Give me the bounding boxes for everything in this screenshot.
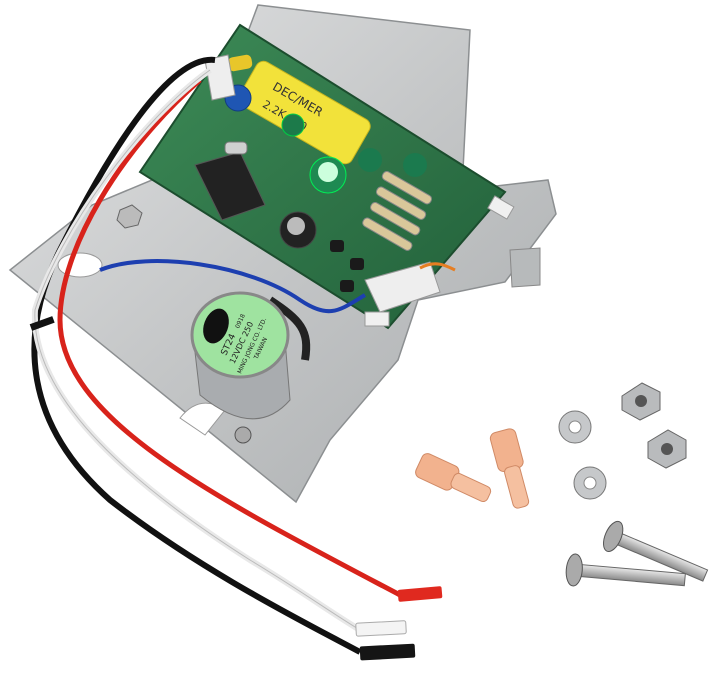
screw-2: [565, 553, 686, 587]
stepper-motor: ST24 0918 12VDC 250 MING JONG CO. LTD. T…: [190, 291, 291, 420]
harness-wires: [99, 259, 367, 314]
cable-tie: [29, 316, 55, 331]
screw-plate: [234, 426, 252, 444]
hex-nut-plate: [116, 204, 143, 229]
white-connector-right: [364, 261, 441, 313]
plate-tab: [509, 247, 541, 288]
black-wire: [31, 56, 362, 655]
red-wire: [57, 78, 402, 598]
washer-1: [558, 410, 592, 444]
crimp-connector-1: [415, 453, 492, 503]
white-wire-end: [355, 620, 407, 637]
crimp-connector-2: [489, 428, 530, 509]
screw-1: [603, 520, 709, 582]
transistors: [330, 240, 364, 292]
electrolytic-capacitors: [279, 113, 427, 249]
crystal: [224, 141, 248, 155]
hex-nut-2: [647, 429, 687, 469]
white-wire-outline: [34, 69, 361, 631]
small-yellow-capacitor: [227, 54, 253, 72]
red-wire-end: [397, 586, 443, 602]
white-standoff-bottom: [364, 311, 390, 327]
ic-chip: [194, 151, 266, 221]
black-wire-end: [359, 643, 416, 661]
white-standoff: [487, 195, 515, 220]
resistors: [362, 171, 433, 251]
hex-nut-1: [621, 382, 661, 421]
washer-2: [573, 466, 607, 500]
white-connector-top: [204, 54, 236, 101]
harness-wires-3: [419, 262, 456, 272]
harness-wires-2: [267, 296, 311, 361]
